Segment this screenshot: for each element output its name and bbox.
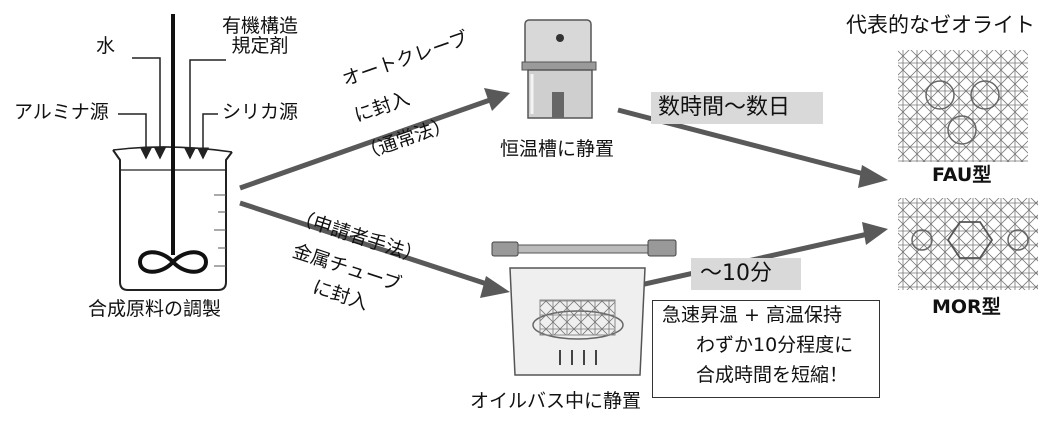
stirrer-icon	[137, 14, 209, 274]
zeolite-heading: 代表的なゼオライト	[846, 13, 1035, 37]
note-line3: 合成時間を短縮！	[696, 364, 849, 386]
metal-tube-icon	[491, 239, 677, 257]
alumina-label: アルミナ源	[14, 101, 109, 123]
water-label: 水	[96, 35, 116, 57]
conventional-time-box	[651, 92, 823, 124]
mor-structure-icon	[898, 198, 1038, 290]
fau-structure-icon	[898, 50, 1028, 162]
applicant-time-label: ～10分	[700, 261, 772, 286]
autoclave-station-label: 恒温槽に静置	[500, 138, 615, 160]
conventional-time-label: 数時間～数日	[658, 95, 791, 120]
mor-label: MOR型	[932, 296, 1001, 318]
applicant-time-box	[691, 258, 801, 290]
note-line2: わずか10分程度に	[696, 334, 854, 356]
input-arrows	[118, 57, 226, 160]
prep-caption: 合成原料の調製	[88, 298, 222, 320]
note-box	[652, 300, 880, 398]
note-line1: 急速昇温 + 高温保持	[662, 304, 842, 326]
silica-label: シリカ源	[222, 101, 299, 123]
osda-label-line1: 有機構造	[222, 15, 299, 37]
oil-bath-station-label: オイルバス中に静置	[470, 390, 642, 412]
fau-label: FAU型	[932, 164, 992, 186]
osda-label: 有機構造規定剤	[222, 15, 299, 57]
autoclave-icon	[521, 19, 597, 119]
osda-label-line2: 規定剤	[231, 34, 289, 57]
oil-bath-icon	[509, 267, 646, 376]
